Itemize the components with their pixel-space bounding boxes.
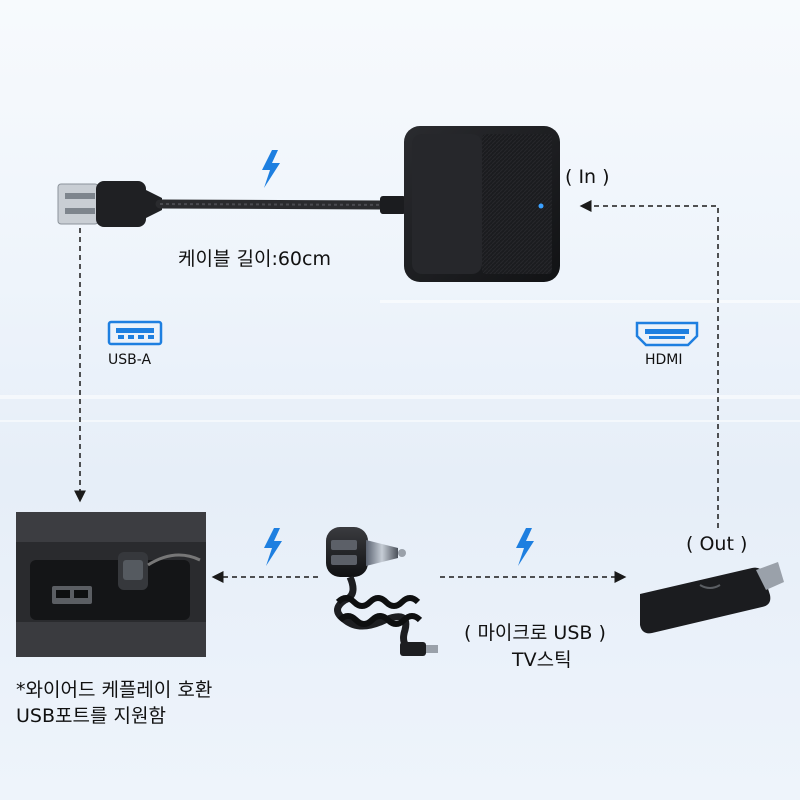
usb-a-label: USB-A <box>108 352 152 368</box>
cable-length-label: 케이블 길이:60cm <box>178 248 331 270</box>
micro-usb-label: ( 마이크로 USB ) <box>464 622 606 644</box>
usb-a-port-icon <box>107 320 163 346</box>
car-charger-device <box>326 527 438 656</box>
tv-stick-label: TV스틱 <box>512 649 572 671</box>
lightning-bolt-icon <box>516 528 534 566</box>
in-port-label: ( In ) <box>565 166 610 188</box>
compatibility-note-line1: *와이어드 케플레이 호환 <box>16 679 213 701</box>
compatibility-note-line2: USB포트를 지원함 <box>16 705 166 727</box>
wireless-adapter-device <box>404 126 560 282</box>
usb-a-plug <box>57 181 162 227</box>
lightning-bolt-icon <box>264 528 282 566</box>
lightning-bolt-icon <box>262 150 280 188</box>
out-port-label: ( Out ) <box>686 533 748 555</box>
background-streaks <box>0 300 800 422</box>
car-console-photo <box>16 512 206 657</box>
hdmi-port-icon <box>635 321 699 347</box>
hdmi-label: HDMI <box>645 352 683 368</box>
braided-cable <box>155 199 400 210</box>
tv-stick-device <box>640 562 784 634</box>
cable-strain-relief <box>380 196 406 214</box>
